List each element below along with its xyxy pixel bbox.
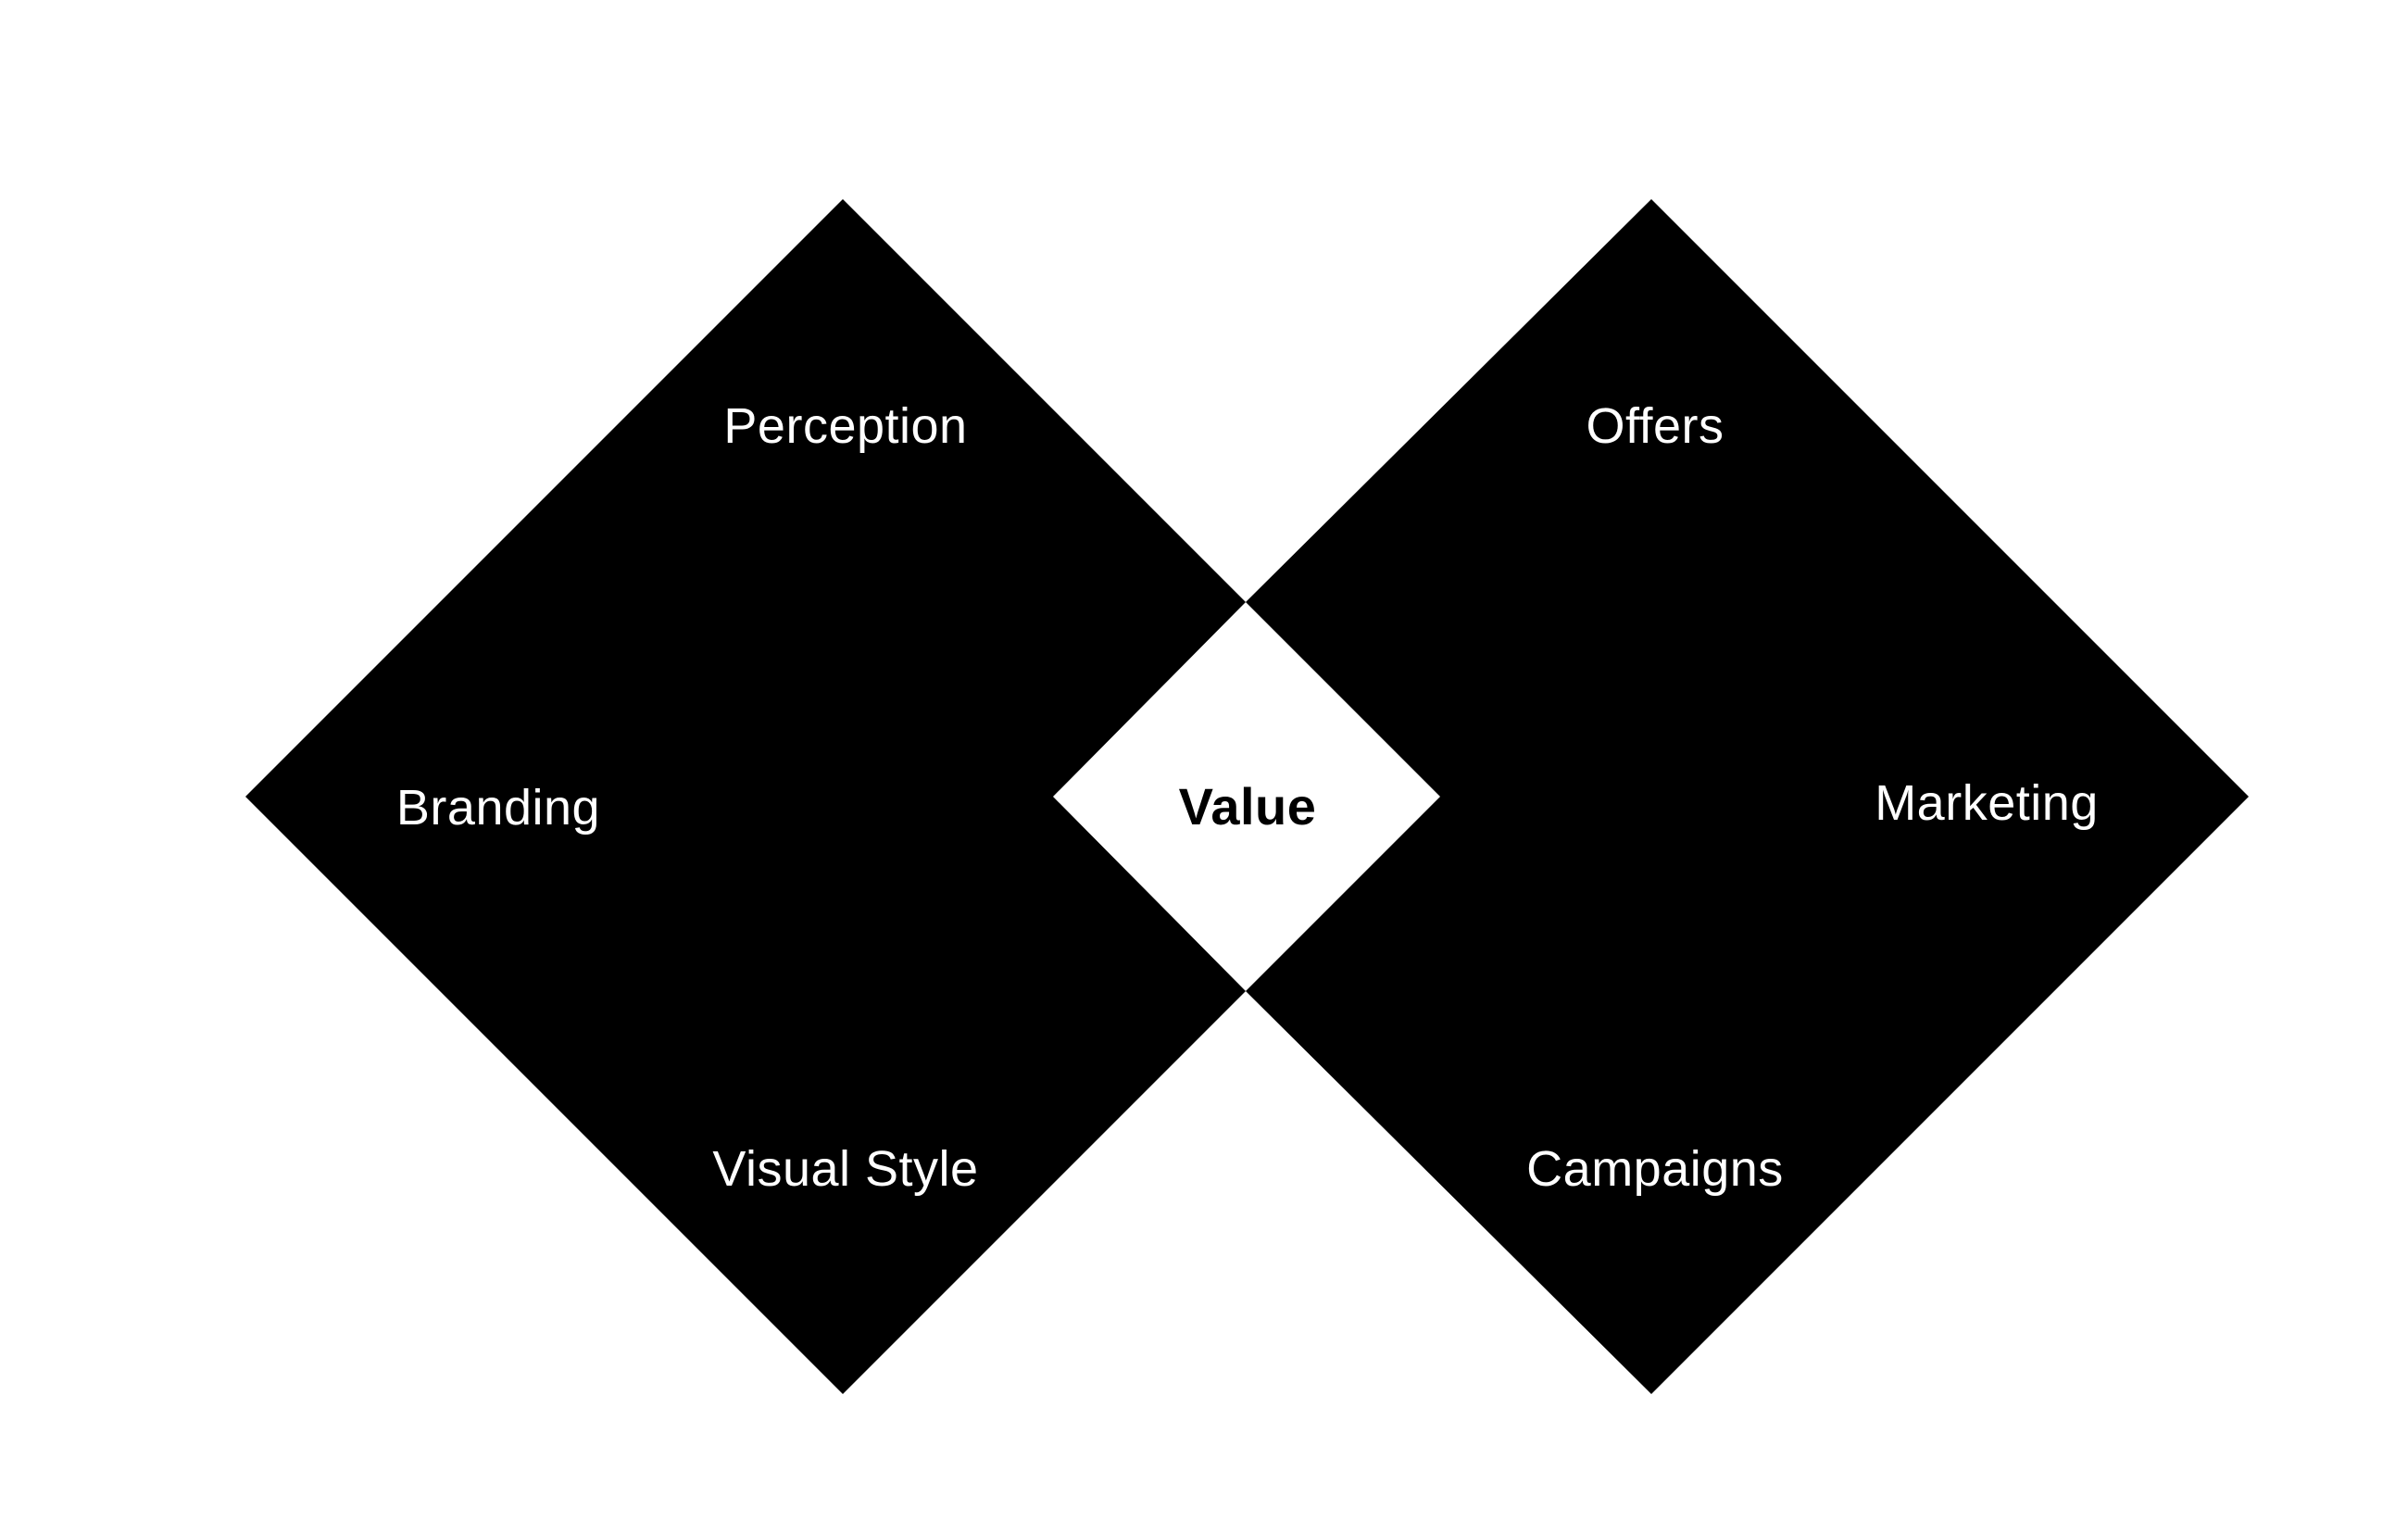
label-perception: Perception — [723, 398, 967, 454]
label-branding: Branding — [396, 780, 600, 836]
label-marketing: Marketing — [1875, 775, 2099, 831]
label-offers: Offers — [1586, 398, 1724, 454]
left-diamond — [245, 199, 1246, 1394]
label-visual-style: Visual Style — [712, 1141, 978, 1197]
label-value: Value — [1179, 777, 1317, 836]
label-campaigns: Campaigns — [1526, 1141, 1784, 1197]
right-diamond — [1246, 199, 2249, 1394]
